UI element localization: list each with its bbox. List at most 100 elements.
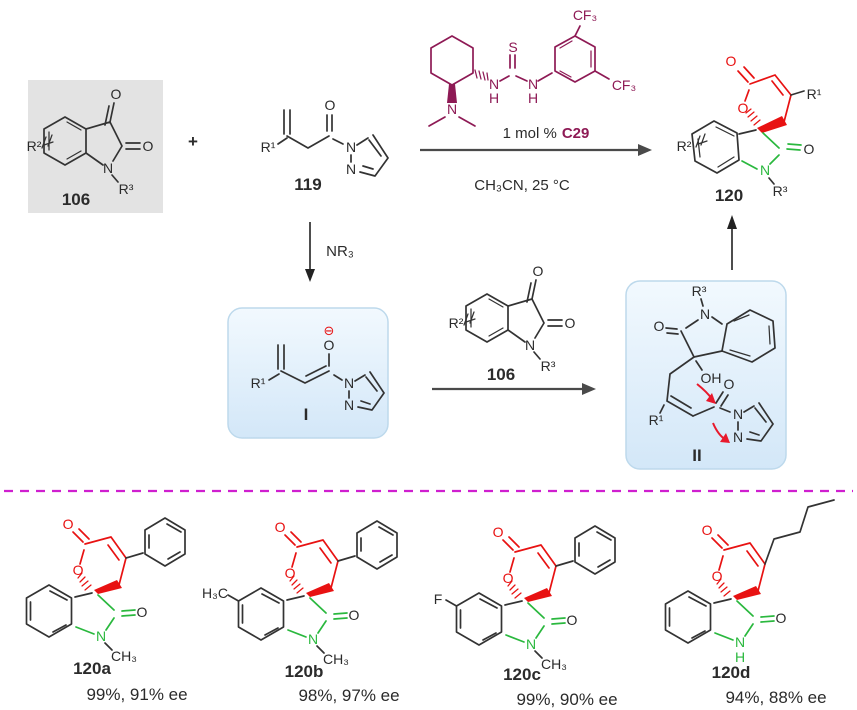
atom-R3: R³ xyxy=(119,181,134,197)
atom-N: N xyxy=(526,636,536,652)
atom-OH: OH xyxy=(701,370,722,386)
atom-O: O xyxy=(63,516,74,532)
plus-sign: + xyxy=(188,132,198,151)
product-yield: 94%, 88% ee xyxy=(725,688,826,707)
product-yield: 98%, 97% ee xyxy=(298,686,399,705)
atom-N: N xyxy=(103,160,113,176)
structure-isatin-106: O O N R³ R² 106 xyxy=(449,263,576,384)
catalyst-loading: 1 mol % C29 xyxy=(503,125,590,142)
reactant-highlight-box xyxy=(28,80,163,213)
atom-O: O xyxy=(712,568,723,584)
atom-N: N xyxy=(760,162,770,178)
atom-CH3: CH₃ xyxy=(323,651,349,667)
atom-N: N xyxy=(346,161,356,177)
atom-N: N xyxy=(346,139,356,155)
arrowhead xyxy=(706,393,716,404)
structure-product-120a: O O O N CH₃ 120a 99%, 91% ee xyxy=(25,516,188,704)
atom-R1: R¹ xyxy=(251,375,266,391)
product-yield: 99%, 90% ee xyxy=(516,690,617,709)
atom-R2: R² xyxy=(677,138,692,154)
atom-N: N xyxy=(525,337,535,353)
structure-product-120b: O O O N H₃C CH₃ 120b 98%, 97% ee xyxy=(202,519,400,705)
atom-S: S xyxy=(508,39,517,55)
atom-O: O xyxy=(324,337,335,353)
wedge-bond xyxy=(524,588,552,602)
wedge-bond xyxy=(733,586,761,600)
atom-N: N xyxy=(733,406,743,422)
atom-O: O xyxy=(349,607,360,623)
atom-O: O xyxy=(137,604,148,620)
structure-isatin-106: O O N R³ R² 106 xyxy=(27,86,154,209)
wedge-bond xyxy=(94,580,122,594)
label-106: 106 xyxy=(62,190,90,209)
conditions-text: CH₃CN, 25 °C xyxy=(474,177,570,194)
product-label: 120c xyxy=(503,665,541,684)
atom-H: H xyxy=(735,649,745,665)
product-yield: 99%, 91% ee xyxy=(86,685,187,704)
atom-H: H xyxy=(528,90,538,106)
atom-O: O xyxy=(533,263,544,279)
atom-O: O xyxy=(143,138,154,154)
structure-product-120d: O O O N H 120d 94%, 88% ee xyxy=(664,499,835,707)
atom-N: N xyxy=(344,397,354,413)
atom-N: N xyxy=(447,101,457,117)
pyrazole-ring: N N xyxy=(344,371,385,413)
pyrazole-ring: N N xyxy=(733,402,774,445)
atom-R3: R³ xyxy=(541,358,556,374)
atom-R1: R¹ xyxy=(261,139,276,155)
arrowhead xyxy=(305,269,315,282)
structure-intermediate-II: R³ N O OH R¹ O N N II xyxy=(649,283,776,465)
arrowhead xyxy=(582,383,596,395)
product-label: 120a xyxy=(73,659,111,678)
atom-O: O xyxy=(565,315,576,331)
atom-O: O xyxy=(776,610,787,626)
atom-O: O xyxy=(702,522,713,538)
atom-R3: R³ xyxy=(773,183,788,199)
atom-O: O xyxy=(654,318,665,334)
atom-N: N xyxy=(96,628,106,644)
amine-label: NR₃ xyxy=(326,243,354,260)
atom-O: O xyxy=(73,562,84,578)
structure-intermediate-I: R¹ O ⊖ N N I xyxy=(251,323,385,424)
label-119: 119 xyxy=(294,175,321,194)
pyrazole-ring: N N xyxy=(346,134,389,177)
atom-R3: R³ xyxy=(692,283,707,299)
arrowhead xyxy=(638,144,652,156)
atom-R2: R² xyxy=(27,138,42,154)
atom-CH3: CH₃ xyxy=(541,656,567,672)
structure-catalyst-C29: N H N S N H CF₃ CF₃ xyxy=(428,7,636,127)
atom-CH3: CH₃ xyxy=(111,648,137,664)
arrowhead xyxy=(727,215,737,229)
atom-O: O xyxy=(738,100,749,116)
label-I: I xyxy=(304,405,309,424)
structure-product-120c: O O O N F CH₃ 120c 99%, 90% ee xyxy=(434,524,618,709)
atom-O: O xyxy=(804,141,815,157)
atom-O: O xyxy=(726,53,737,69)
atom-N: N xyxy=(700,306,710,322)
atom-O: O xyxy=(493,524,504,540)
label-106: 106 xyxy=(487,365,515,384)
atom-R1: R¹ xyxy=(807,86,822,102)
atom-O: O xyxy=(285,565,296,581)
wedge-bond xyxy=(447,84,457,103)
label-II: II xyxy=(692,446,701,465)
atom-N: N xyxy=(528,76,538,92)
atom-H3C: H₃C xyxy=(202,585,228,601)
minus-charge-icon: ⊖ xyxy=(324,323,335,338)
loading-amount: 1 mol % xyxy=(503,125,557,142)
atom-N: N xyxy=(308,631,318,647)
atom-R2: R² xyxy=(449,315,464,331)
atom-O: O xyxy=(724,376,735,392)
structure-119: R¹ O N N 119 xyxy=(261,97,389,194)
product-label: 120b xyxy=(285,662,324,681)
wedge-bond xyxy=(757,116,787,133)
catalyst-name: C29 xyxy=(562,125,590,142)
atom-CF3: CF₃ xyxy=(612,77,636,93)
atom-F: F xyxy=(434,591,443,607)
atom-H: H xyxy=(489,90,499,106)
atom-O: O xyxy=(503,570,514,586)
atom-O: O xyxy=(567,612,578,628)
atom-N: N xyxy=(733,429,743,445)
